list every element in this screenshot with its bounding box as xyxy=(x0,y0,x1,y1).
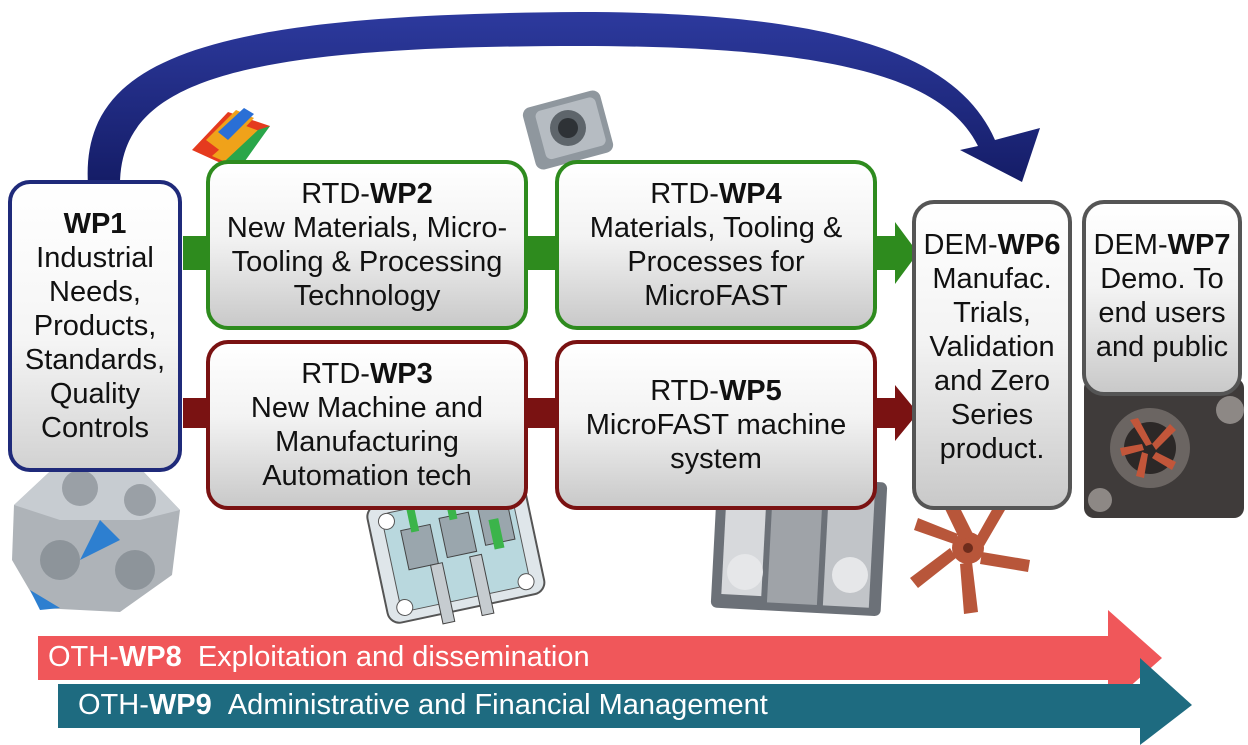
wp1-code: WP1 xyxy=(63,208,127,240)
feedback-arc-arrow xyxy=(87,12,1041,185)
wp4-line: Processes for xyxy=(627,246,805,278)
wp8-banner-label: OTH-WP8 Exploitation and dissemination xyxy=(48,640,590,674)
wp7-title: DEM-WP7 xyxy=(1093,229,1231,261)
wp6-title: DEM-WP6 xyxy=(923,229,1061,261)
wp3-line: Automation tech xyxy=(262,460,472,492)
wp8-banner-arrow xyxy=(38,610,1162,706)
wp7-box: DEM-WP7 Demo. To end users and public xyxy=(1082,200,1242,396)
wp3-line: Manufacturing xyxy=(275,426,459,458)
wp5-line: MicroFAST machine xyxy=(585,409,847,441)
wp1-line: Products, xyxy=(33,310,157,342)
wp1-line: Quality xyxy=(49,378,141,410)
green-arrowhead xyxy=(872,222,918,284)
wp3-box: RTD-WP3 New Machine and Manufacturing Au… xyxy=(206,340,528,510)
wp7-line: Demo. To xyxy=(1100,263,1224,295)
wp1-line: Standards, xyxy=(24,344,166,376)
wp8-code: WP8 xyxy=(118,641,182,673)
machine-drawing-image xyxy=(366,475,546,625)
wp5-box: RTD-WP5 MicroFAST machine system xyxy=(555,340,877,510)
wp6-line: Trials, xyxy=(953,297,1031,329)
wp6-line: Series xyxy=(950,399,1034,431)
wp8-prefix: OTH- xyxy=(48,641,119,673)
red-connector-2 xyxy=(526,398,560,428)
wp6-line: and Zero xyxy=(933,365,1051,397)
wp1-box: WP1 Industrial Needs, Products, Standard… xyxy=(8,180,182,472)
meshed-part-image xyxy=(12,462,180,612)
wp3-title: RTD-WP3 xyxy=(301,358,433,390)
wp6-line: product. xyxy=(939,433,1045,465)
tooling-die-image xyxy=(522,90,614,170)
wp4-line: Materials, Tooling & xyxy=(589,212,843,244)
wp8-text: Exploitation and dissemination xyxy=(197,641,590,673)
wp9-banner-arrow xyxy=(58,658,1192,745)
wp6-line: Validation xyxy=(929,331,1055,363)
wp2-title: RTD-WP2 xyxy=(301,178,433,210)
wp5-line: system xyxy=(670,443,762,475)
wp9-prefix: OTH- xyxy=(78,689,149,721)
wp6-line: Manufac. xyxy=(932,263,1052,295)
wp1-line: Controls xyxy=(41,412,149,444)
fem-plate-image xyxy=(192,108,270,170)
wp9-text: Administrative and Financial Management xyxy=(227,689,768,721)
wp7-line: end users xyxy=(1098,297,1226,329)
wp2-line: New Materials, Micro- xyxy=(226,212,508,244)
wp2-line: Technology xyxy=(293,280,441,312)
wp4-box: RTD-WP4 Materials, Tooling & Processes f… xyxy=(555,160,877,330)
engine-photo-image xyxy=(1084,378,1244,518)
green-connector-2 xyxy=(526,236,560,270)
wp9-banner-label: OTH-WP9 Administrative and Financial Man… xyxy=(78,688,768,722)
wp6-box: DEM-WP6 Manufac. Trials, Validation and … xyxy=(912,200,1072,510)
wp3-line: New Machine and xyxy=(250,392,484,424)
wp2-box: RTD-WP2 New Materials, Micro- Tooling & … xyxy=(206,160,528,330)
wp1-line: Needs, xyxy=(49,276,141,308)
wp2-line: Tooling & Processing xyxy=(231,246,503,278)
wp9-code: WP9 xyxy=(148,689,212,721)
wp1-line: Industrial xyxy=(36,242,154,274)
wp5-title: RTD-WP5 xyxy=(650,375,782,407)
wp4-title: RTD-WP4 xyxy=(650,178,782,210)
red-arrowhead xyxy=(872,385,918,441)
wp4-line: MicroFAST xyxy=(644,280,788,312)
wp7-line: and public xyxy=(1095,331,1229,363)
